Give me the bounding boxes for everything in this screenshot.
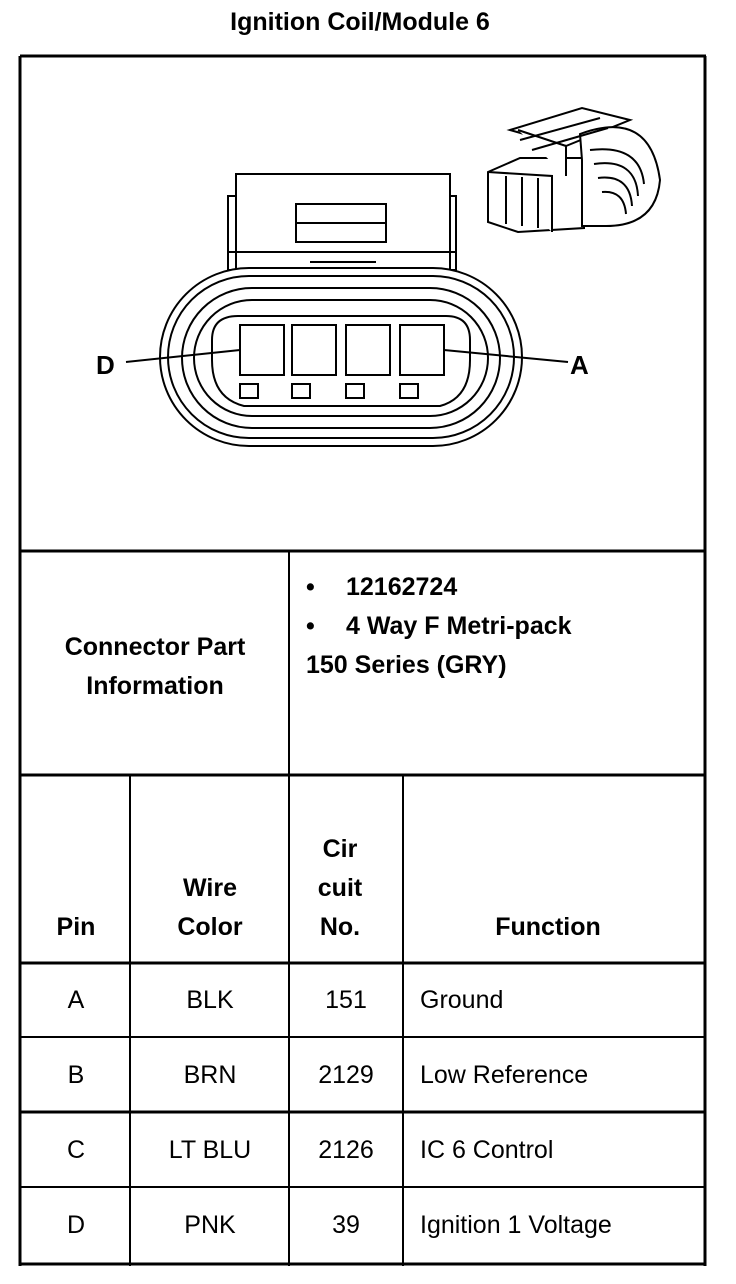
row-b-circuit: 2129 — [318, 1061, 374, 1089]
row-d-function: Ignition 1 Voltage — [420, 1211, 612, 1239]
table-grid — [18, 54, 707, 1266]
part-info-extra: 150 Series (GRY) — [306, 651, 507, 679]
row-d-pin: D — [66, 1211, 86, 1239]
row-b-pin: B — [67, 1061, 85, 1089]
part-info-item: •12162724 — [306, 568, 706, 607]
row-a-function: Ground — [420, 986, 504, 1014]
row-b-wire: BRN — [183, 1061, 237, 1089]
row-c-wire: LT BLU — [168, 1136, 252, 1164]
part-label-line1: Connector Part — [64, 633, 246, 661]
page-title: Ignition Coil/Module 6 — [230, 8, 490, 36]
part-label-line2: Information — [86, 672, 224, 700]
bullet-icon: • — [306, 612, 315, 640]
connector-face-drawing — [125, 173, 569, 447]
header-function: Function — [495, 913, 601, 941]
pin-label-right: A — [570, 350, 589, 380]
row-a-wire: BLK — [186, 986, 234, 1014]
connector-part-info: •12162724 •4 Way F Metri-pack 150 Series… — [306, 568, 706, 685]
row-c-circuit: 2126 — [318, 1136, 374, 1164]
connector-thumbnail-drawing — [487, 106, 662, 234]
header-pin: Pin — [56, 913, 96, 941]
part-info-item: •4 Way F Metri-pack — [306, 607, 706, 646]
connector-part-label: Connector Part Information — [22, 628, 288, 706]
row-c-function: IC 6 Control — [420, 1136, 554, 1164]
row-c-pin: C — [66, 1136, 86, 1164]
row-a-circuit: 151 — [325, 986, 367, 1014]
row-d-circuit: 39 — [332, 1211, 360, 1239]
header-wire-color: Wire Color — [177, 874, 243, 941]
pin-label-left: D — [96, 350, 115, 380]
row-d-wire: PNK — [184, 1211, 236, 1239]
bullet-icon: • — [306, 573, 315, 601]
header-circuit-no: Cir cuit No. — [317, 835, 363, 941]
row-a-pin: A — [67, 986, 85, 1014]
row-b-function: Low Reference — [420, 1061, 589, 1089]
